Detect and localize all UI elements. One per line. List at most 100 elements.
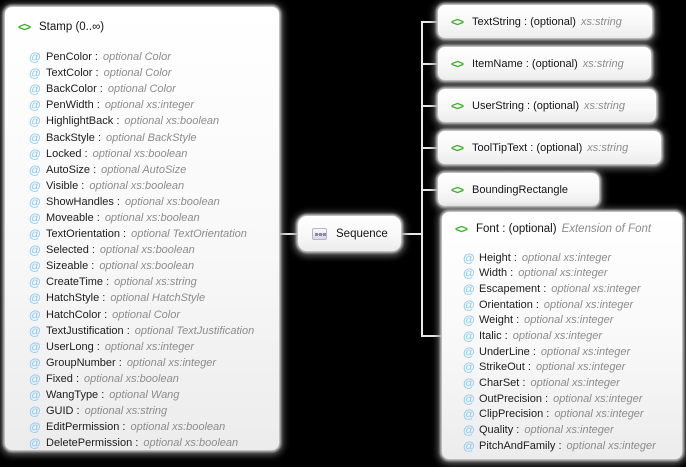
- attribute-icon: @: [29, 210, 41, 225]
- element-icon: <>: [451, 182, 464, 197]
- userstring-element-node[interactable]: <> UserString : (optional) xs:string: [437, 88, 657, 123]
- attribute-name: AutoSize :: [46, 163, 97, 176]
- attribute-row[interactable]: @ Locked : optional xs:boolean: [5, 146, 279, 162]
- attribute-type: optional TextJustification: [134, 324, 255, 337]
- attribute-row[interactable]: @ Selected : optional xs:boolean: [5, 242, 279, 258]
- attribute-icon: @: [29, 436, 41, 451]
- element-name: ToolTipText : (optional): [472, 141, 583, 154]
- attribute-row[interactable]: @ PenWidth : optional xs:integer: [5, 97, 279, 113]
- attribute-row[interactable]: @ UnderLine : optional xs:integer: [442, 344, 682, 360]
- attribute-name: BackColor :: [46, 83, 103, 96]
- stamp-element-node[interactable]: <> Stamp (0..∞) @ PenColor : optional Co…: [4, 6, 280, 451]
- attribute-row[interactable]: @ ClipPrecision : optional xs:integer: [442, 407, 682, 423]
- attribute-row[interactable]: @ UserLong : optional xs:integer: [5, 339, 279, 355]
- attribute-name: CreateTime :: [46, 276, 110, 289]
- element-icon: <>: [451, 56, 464, 71]
- attribute-icon: @: [463, 266, 475, 281]
- connector-stub-itemname: [422, 62, 437, 65]
- attribute-type: optional xs:integer: [104, 340, 195, 353]
- attribute-row[interactable]: @ Visible : optional xs:boolean: [5, 178, 279, 194]
- attribute-row[interactable]: @ TextOrientation : optional TextOrienta…: [5, 226, 279, 242]
- attribute-icon: @: [29, 388, 41, 403]
- attribute-icon: @: [29, 50, 41, 65]
- attribute-icon: @: [463, 329, 475, 344]
- attribute-row[interactable]: @ Fixed : optional xs:boolean: [5, 371, 279, 387]
- attribute-row[interactable]: @ BackColor : optional Color: [5, 81, 279, 97]
- element-icon: <>: [455, 222, 468, 236]
- attribute-row[interactable]: @ Height : optional xs:integer: [442, 250, 682, 266]
- attribute-row[interactable]: @ AutoSize : optional AutoSize: [5, 162, 279, 178]
- attribute-type: optional Color: [107, 83, 176, 96]
- attribute-name: WangType :: [46, 389, 105, 402]
- attribute-row[interactable]: @ StrikeOut : optional xs:integer: [442, 360, 682, 376]
- attribute-icon: @: [29, 404, 41, 419]
- font-title: Font : (optional): [476, 223, 557, 235]
- attribute-row[interactable]: @ Sizeable : optional xs:boolean: [5, 258, 279, 274]
- attribute-type: optional xs:boolean: [124, 115, 220, 128]
- attribute-icon: @: [29, 355, 41, 370]
- attribute-row[interactable]: @ OutPrecision : optional xs:integer: [442, 391, 682, 407]
- attribute-row[interactable]: @ ShowHandles : optional xs:boolean: [5, 194, 279, 210]
- attribute-row[interactable]: @ Quality : optional xs:integer: [442, 422, 682, 438]
- attribute-row[interactable]: @ Italic : optional xs:integer: [442, 328, 682, 344]
- attribute-icon: @: [463, 376, 475, 391]
- attribute-row[interactable]: @ TextJustification : optional TextJusti…: [5, 323, 279, 339]
- attribute-row[interactable]: @ BackStyle : optional BackStyle: [5, 129, 279, 145]
- tooltiptext-element-node[interactable]: <> ToolTipText : (optional) xs:string: [437, 130, 662, 165]
- font-element-node[interactable]: <> Font : (optional) Extension of Font @…: [441, 211, 683, 460]
- attribute-icon: @: [463, 391, 475, 406]
- attribute-type: optional xs:boolean: [99, 244, 195, 257]
- attribute-row[interactable]: @ HighlightBack : optional xs:boolean: [5, 113, 279, 129]
- attribute-type: optional xs:integer: [518, 267, 608, 280]
- attribute-type: optional xs:boolean: [125, 195, 220, 208]
- attribute-row[interactable]: @ WangType : optional Wang: [5, 387, 279, 403]
- attribute-row[interactable]: @ Orientation : optional xs:integer: [442, 297, 682, 313]
- attribute-row[interactable]: @ GUID : optional xs:string: [5, 403, 279, 419]
- attribute-type: optional AutoSize: [101, 163, 187, 176]
- attribute-row[interactable]: @ Width : optional xs:integer: [442, 266, 682, 282]
- attribute-row[interactable]: @ DeletePermission : optional xs:boolean: [5, 435, 279, 451]
- element-name: ItemName : (optional): [472, 57, 578, 70]
- element-type: xs:string: [582, 57, 624, 70]
- textstring-element-node[interactable]: <> TextString : (optional) xs:string: [437, 4, 653, 39]
- attribute-type: optional Color: [112, 308, 181, 321]
- attribute-row[interactable]: @ HatchColor : optional Color: [5, 307, 279, 323]
- attribute-name: HighlightBack :: [46, 115, 120, 128]
- attribute-name: Fixed :: [46, 372, 80, 385]
- attribute-type: optional xs:integer: [104, 99, 195, 112]
- attribute-row[interactable]: @ Moveable : optional xs:boolean: [5, 210, 279, 226]
- connector-stamp-sequence: [279, 232, 297, 235]
- attribute-type: optional xs:integer: [524, 314, 614, 327]
- attribute-icon: @: [463, 360, 475, 375]
- attribute-name: TextColor :: [46, 67, 99, 80]
- attribute-row[interactable]: @ HatchStyle : optional HatchStyle: [5, 290, 279, 306]
- attribute-row[interactable]: @ TextColor : optional Color: [5, 65, 279, 81]
- attribute-icon: @: [29, 98, 41, 113]
- attribute-row[interactable]: @ CharSet : optional xs:integer: [442, 375, 682, 391]
- attribute-name: PenWidth :: [46, 99, 100, 112]
- attribute-name: DeletePermission :: [46, 437, 139, 450]
- attribute-row[interactable]: @ CreateTime : optional xs:string: [5, 274, 279, 290]
- sequence-node[interactable]: Sequence: [297, 215, 402, 252]
- itemname-element-node[interactable]: <> ItemName : (optional) xs:string: [437, 46, 652, 81]
- attribute-row[interactable]: @ GroupNumber : optional xs:integer: [5, 355, 279, 371]
- attribute-icon: @: [29, 194, 41, 209]
- attribute-type: optional xs:integer: [551, 283, 641, 296]
- attribute-name: UserLong :: [46, 340, 100, 353]
- attribute-type: optional xs:boolean: [104, 211, 200, 224]
- attribute-row[interactable]: @ PitchAndFamily : optional xs:integer: [442, 438, 682, 454]
- connector-stub-tooltiptext: [422, 146, 437, 149]
- element-icon: <>: [18, 20, 31, 34]
- attribute-icon: @: [463, 438, 475, 453]
- attribute-row[interactable]: @ Weight : optional xs:integer: [442, 313, 682, 329]
- attribute-type: optional xs:boolean: [89, 179, 185, 192]
- connector-stub-font: [422, 334, 441, 337]
- connector-stub-boundingrectangle: [422, 188, 437, 191]
- attribute-row[interactable]: @ EditPermission : optional xs:boolean: [5, 419, 279, 435]
- element-name: UserString : (optional): [472, 99, 580, 112]
- boundingrectangle-element-node[interactable]: <> BoundingRectangle: [437, 172, 600, 207]
- attribute-row[interactable]: @ Escapement : optional xs:integer: [442, 281, 682, 297]
- attribute-row[interactable]: @ PenColor : optional Color: [5, 49, 279, 65]
- attribute-name: Height :: [479, 251, 517, 264]
- attribute-icon: @: [463, 407, 475, 422]
